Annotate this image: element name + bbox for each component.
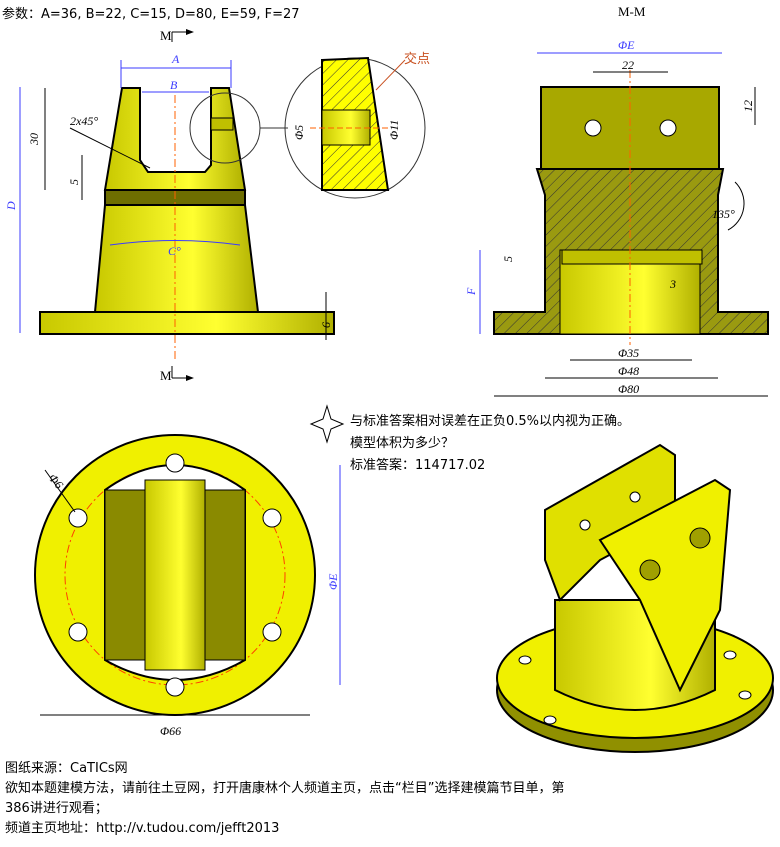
dim-3: 3 <box>669 277 676 291</box>
parameters-text: 参数：A=36, B=22, C=15, D=80, E=59, F=27 <box>2 7 300 22</box>
top-view <box>34 434 341 716</box>
note-answer: 标准答案：114717.02 <box>350 458 486 473</box>
dim-5: 5 <box>67 179 81 185</box>
note-line1: 与标准答案相对误差在正负0.5%以内视为正确。 <box>350 414 631 429</box>
dim-d80: Φ80 <box>618 382 639 396</box>
section-mark-bottom: M <box>160 368 172 383</box>
dim-F: F <box>464 287 478 296</box>
dim-d6: Φ6 <box>46 471 66 492</box>
dim-12: 12 <box>741 100 755 112</box>
dim-6: 6 <box>319 322 333 328</box>
note-line2: 模型体积为多少？ <box>350 436 455 451</box>
dim-C: C° <box>168 244 181 258</box>
star-icon <box>309 404 345 444</box>
dim-30: 30 <box>27 133 41 146</box>
dim-d66: Φ66 <box>160 724 181 738</box>
dim-E-top: ΦE <box>326 573 340 590</box>
isometric-view <box>496 443 774 753</box>
dim-5-section: 5 <box>501 256 515 262</box>
dim-B: B <box>170 78 178 92</box>
section-mark-top: M <box>160 28 172 43</box>
section-title: M-M <box>618 4 646 19</box>
dim-A: A <box>171 52 180 66</box>
footer-url[interactable]: 频道主页地址：http://v.tudou.com/jefft2013 <box>5 821 280 836</box>
dim-22: 22 <box>622 58 634 72</box>
dim-D: D <box>4 201 18 211</box>
intersection-label: 交点 <box>404 51 430 67</box>
dim-d35: Φ35 <box>618 346 639 360</box>
footer-source: 图纸来源：CaTICs网 <box>5 761 128 776</box>
dim-chamfer: 2x45° <box>70 114 98 128</box>
section-view <box>479 52 769 397</box>
dim-E-section: ΦE <box>618 38 635 52</box>
detail-view <box>260 56 426 199</box>
dim-d48: Φ48 <box>618 364 639 378</box>
dim-angle: 135° <box>712 207 735 221</box>
footer-instructions: 欲知本题建模方法，请前往土豆网，打开唐康林个人频道主页，点击“栏目”选择建模篇节… <box>5 781 565 796</box>
front-view <box>19 29 335 381</box>
dim-d11: Φ11 <box>387 120 401 140</box>
dim-d5: Φ5 <box>292 125 306 140</box>
footer-episode: 386讲进行观看； <box>5 801 108 816</box>
